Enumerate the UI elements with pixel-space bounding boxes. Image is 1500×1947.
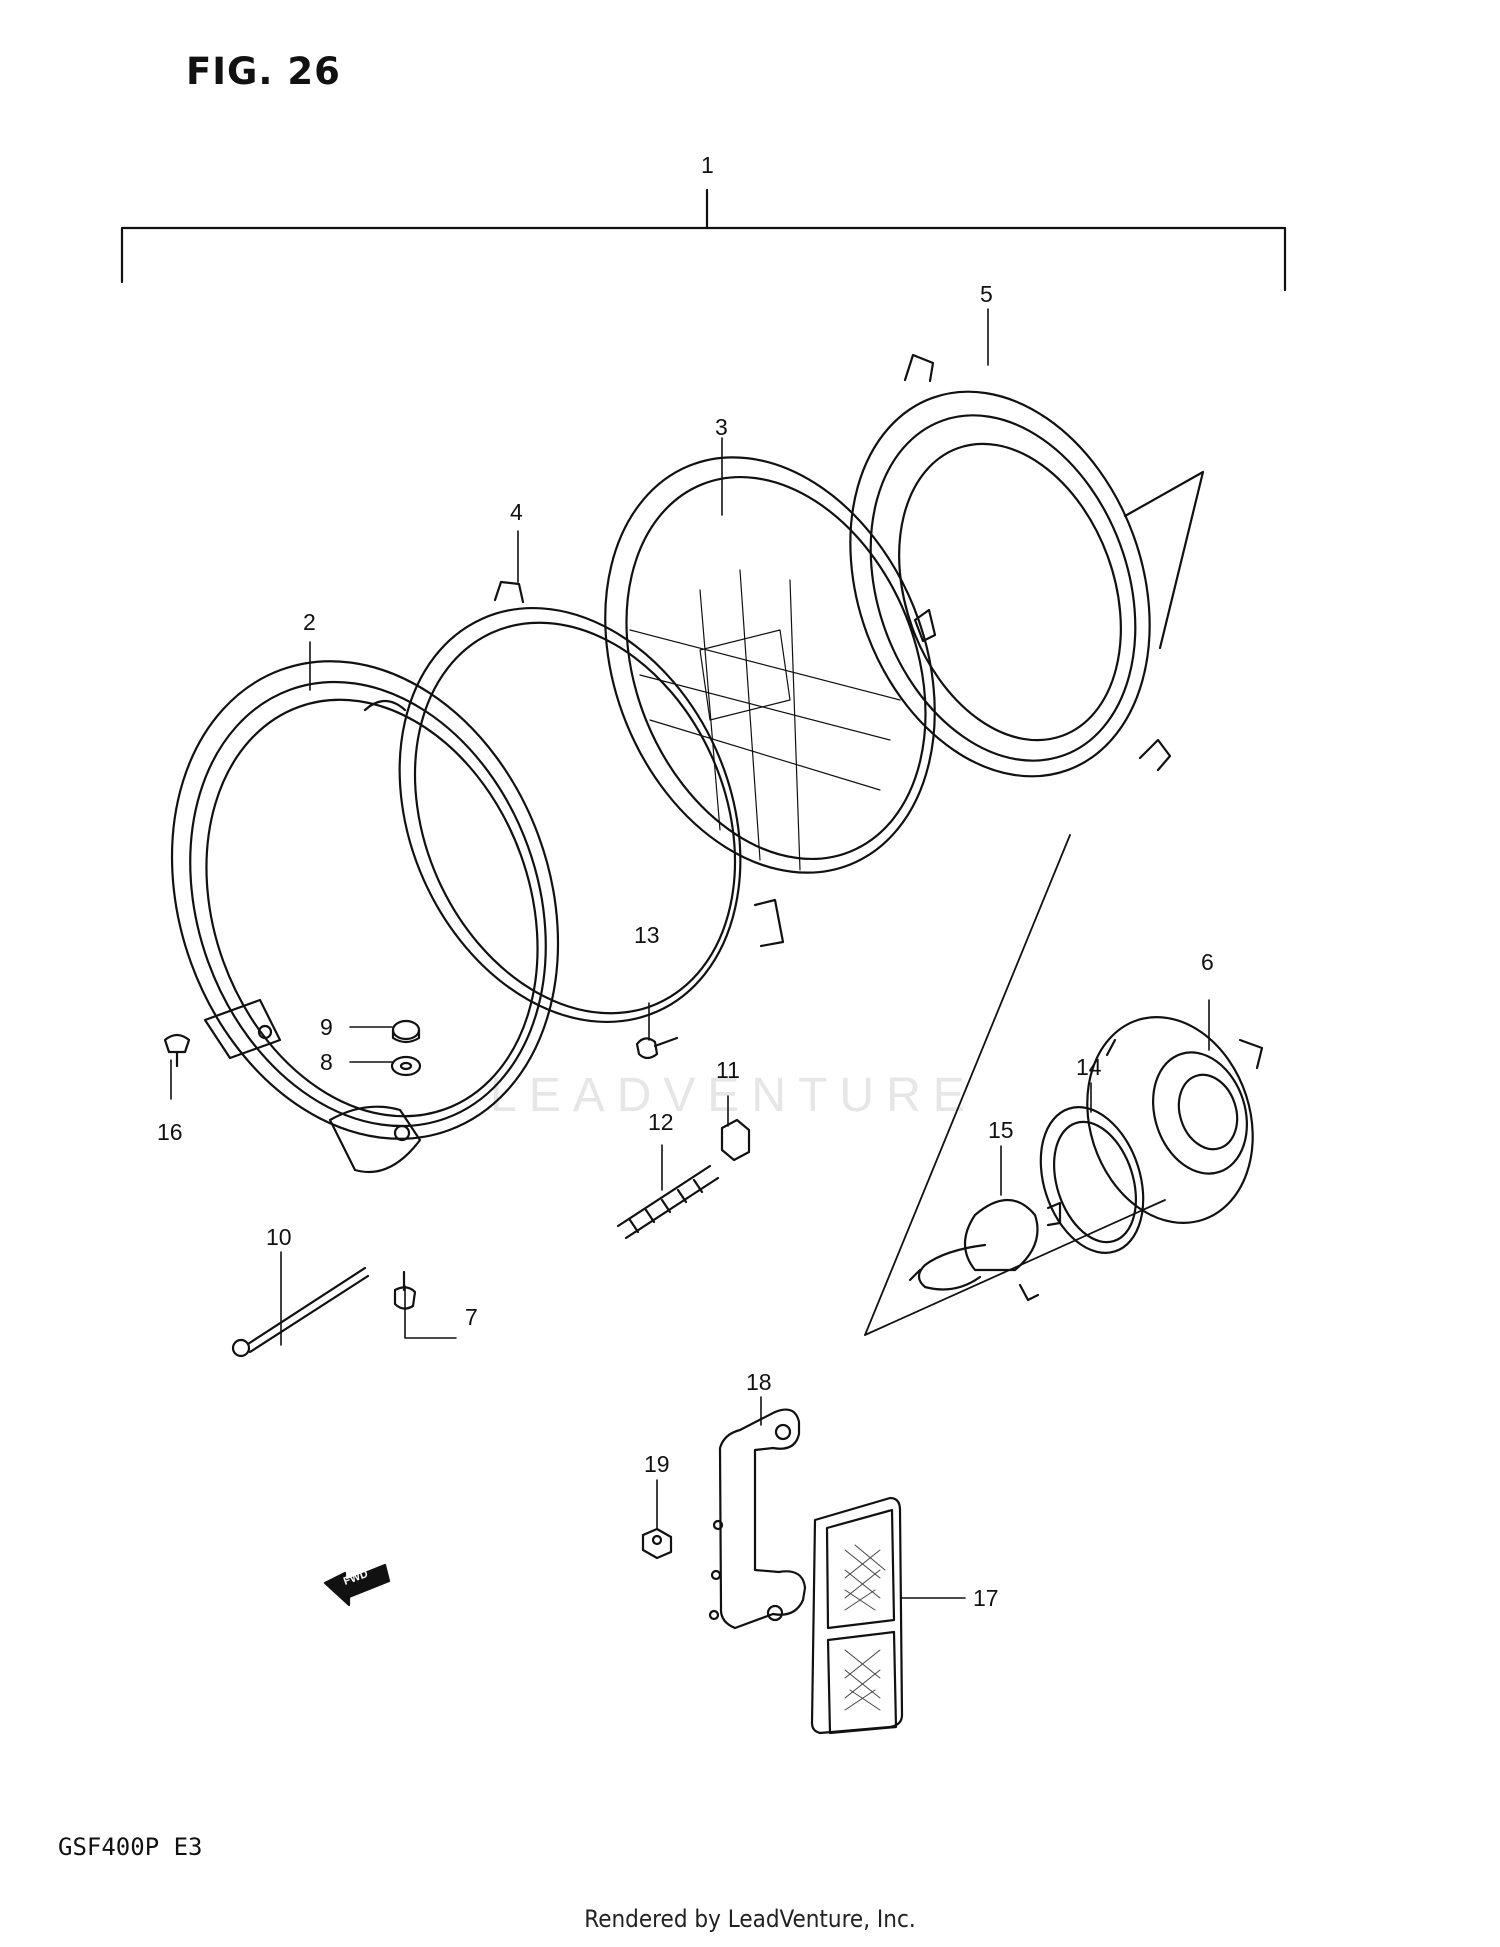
callout-11: 11 [716,1057,740,1083]
assembly-bracket [120,188,1287,292]
callout-13: 13 [634,922,660,948]
figure-title: FIG. 26 [186,50,341,93]
callout-18: 18 [746,1369,772,1395]
callout-8: 8 [320,1049,333,1075]
callout-17: 17 [973,1585,999,1611]
part-10-bolt [231,1266,370,1358]
callout-16: 16 [157,1119,183,1145]
callout-5: 5 [980,281,993,307]
callout-4: 4 [510,499,523,525]
part-5-housing [849,353,1205,778]
model-code: GSF400P E3 [58,1833,203,1861]
part-6-socket-cover [1086,1016,1264,1224]
callout-2: 2 [303,609,316,635]
callout-12: 12 [648,1109,674,1135]
part-7-screw [393,1270,417,1310]
footer-credit: Rendered by LeadVenture, Inc. [584,1905,916,1933]
part-3-lens [604,456,937,874]
callout-10: 10 [266,1224,292,1250]
callout-7: 7 [465,1304,478,1330]
callout-labels: 1 2 3 4 5 6 7 8 9 10 11 12 13 14 15 16 1… [157,152,1214,1611]
part-2-rim [170,660,560,1174]
callout-1: 1 [701,152,714,178]
callout-15: 15 [988,1117,1014,1143]
callout-3: 3 [715,414,728,440]
callout-19: 19 [644,1451,670,1477]
part-15-bulb [908,1199,1062,1302]
part-16-screw [163,1033,191,1068]
callout-6: 6 [1201,949,1214,975]
part-13-screw [635,1036,679,1060]
callout-14: 14 [1076,1054,1102,1080]
part-18-bracket [708,1408,807,1630]
assembly-leader-lines [864,834,1166,1336]
part-11-clip [720,1118,751,1162]
fwd-arrow-icon [323,1563,391,1607]
callout-9: 9 [320,1014,333,1040]
part-14-retainer [1039,1106,1145,1254]
part-8-washer [390,1055,422,1077]
part-17-reflector [810,1496,904,1735]
callout-leaders [170,308,1210,1599]
part-12-spring [616,1164,720,1240]
part-4-ring [398,580,785,1024]
part-9-nut [391,1019,421,1044]
part-19-nut [641,1527,673,1560]
